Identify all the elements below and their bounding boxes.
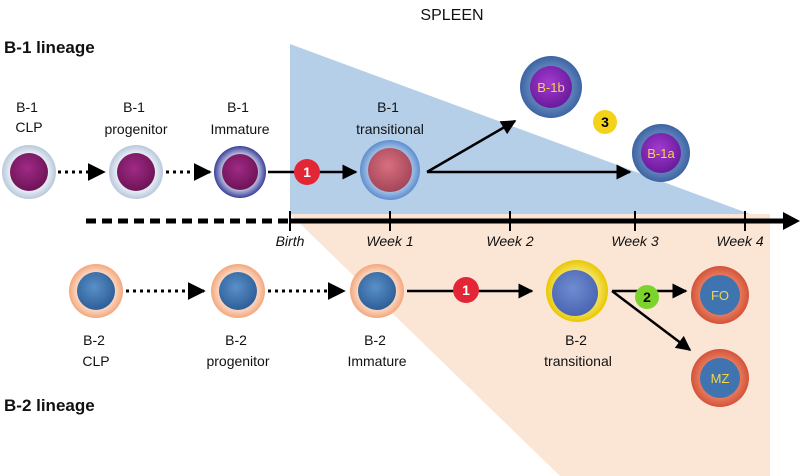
b1b-label: B-1b bbox=[537, 80, 564, 95]
b1-clp-label: B-1 CLP bbox=[15, 99, 42, 135]
b2-clp-label: B-2 CLP bbox=[82, 332, 109, 369]
timeline-ticks bbox=[289, 211, 746, 231]
timeline-week4: Week 4 bbox=[716, 233, 763, 249]
fo-label: FO bbox=[711, 288, 729, 303]
timeline-arrowhead bbox=[783, 212, 800, 230]
b1-arrow-to-b1b bbox=[426, 119, 517, 174]
svg-text:1: 1 bbox=[462, 282, 470, 298]
fo-cell: FO bbox=[691, 266, 749, 324]
spleen-b2-region bbox=[290, 214, 770, 476]
b2-progenitor-cell bbox=[211, 264, 265, 318]
b1-lineage-heading: B-1 lineage bbox=[4, 38, 95, 57]
b1-transitional-cell bbox=[360, 140, 420, 200]
spleen-title: SPLEEN bbox=[420, 7, 483, 24]
b1-progenitor-label: B-1 progenitor bbox=[104, 99, 167, 137]
b1-progenitor-cell bbox=[109, 145, 163, 199]
b2-immature-cell bbox=[350, 264, 404, 318]
b2-transitional-label: B-2 transitional bbox=[544, 332, 612, 369]
b1-immature-label: B-1 Immature bbox=[210, 99, 269, 137]
b1-clp-cell bbox=[2, 145, 56, 199]
b1a-cell: B-1a bbox=[632, 124, 690, 182]
mz-cell: MZ bbox=[691, 349, 749, 407]
b2-clp-cell bbox=[69, 264, 123, 318]
b1-immature-cell bbox=[214, 146, 266, 198]
svg-text:1: 1 bbox=[303, 164, 311, 180]
mz-label: MZ bbox=[711, 371, 730, 386]
b1-transitional-label: B-1 transitional bbox=[356, 99, 424, 137]
timeline-week2: Week 2 bbox=[486, 233, 533, 249]
b2-progenitor-label: B-2 progenitor bbox=[206, 332, 269, 369]
b1-step-badge: 1 bbox=[294, 159, 320, 185]
b1b-cell: B-1b bbox=[520, 56, 582, 118]
b1-branch-badge: 3 bbox=[593, 110, 617, 134]
b2-immature-label: B-2 Immature bbox=[347, 332, 406, 369]
b2-lineage-heading: B-2 lineage bbox=[4, 396, 95, 415]
b2-arrow-to-mz bbox=[611, 290, 692, 351]
svg-text:3: 3 bbox=[601, 114, 609, 130]
timeline-birth: Birth bbox=[276, 233, 305, 249]
b2-step-badge: 1 bbox=[453, 277, 479, 303]
b1a-label: B-1a bbox=[647, 146, 675, 161]
svg-text:2: 2 bbox=[643, 289, 651, 305]
b2-transitional-cell bbox=[546, 260, 608, 322]
b2-branch-badge: 2 bbox=[635, 285, 659, 309]
timeline-week3: Week 3 bbox=[611, 233, 658, 249]
timeline-week1: Week 1 bbox=[366, 233, 413, 249]
